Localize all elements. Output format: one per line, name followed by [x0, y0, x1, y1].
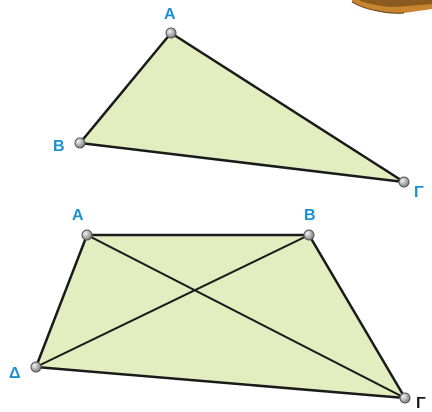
trapezoid-label-a: Α — [72, 207, 84, 224]
diagonal-bd — [35, 234, 310, 368]
trapezoid-vertex-d-point — [30, 361, 42, 373]
triangle-vertex-a-point — [165, 27, 177, 39]
trapezoid-label-d: Δ — [9, 365, 21, 382]
trapezoid: Α Β Γ Δ — [9, 207, 426, 412]
trapezoid-vertex-b-point — [303, 229, 315, 241]
trapezoid-shape — [34, 233, 407, 400]
triangle-vertex-b-point — [74, 137, 86, 149]
triangle: Α Β Γ — [53, 6, 424, 201]
trapezoid-label-c: Γ — [416, 395, 426, 412]
triangle-label-b: Β — [53, 138, 65, 155]
triangle-shape — [78, 31, 406, 184]
trapezoid-vertex-c-point — [399, 392, 411, 404]
trapezoid-vertex-a-point — [81, 229, 93, 241]
triangle-vertex-c-point — [398, 176, 410, 188]
triangle-label-a: Α — [164, 6, 176, 23]
pencil-icon — [351, 0, 432, 14]
trapezoid-label-b: Β — [304, 207, 316, 224]
triangle-label-c: Γ — [414, 184, 424, 201]
diagonal-ag — [86, 234, 406, 399]
